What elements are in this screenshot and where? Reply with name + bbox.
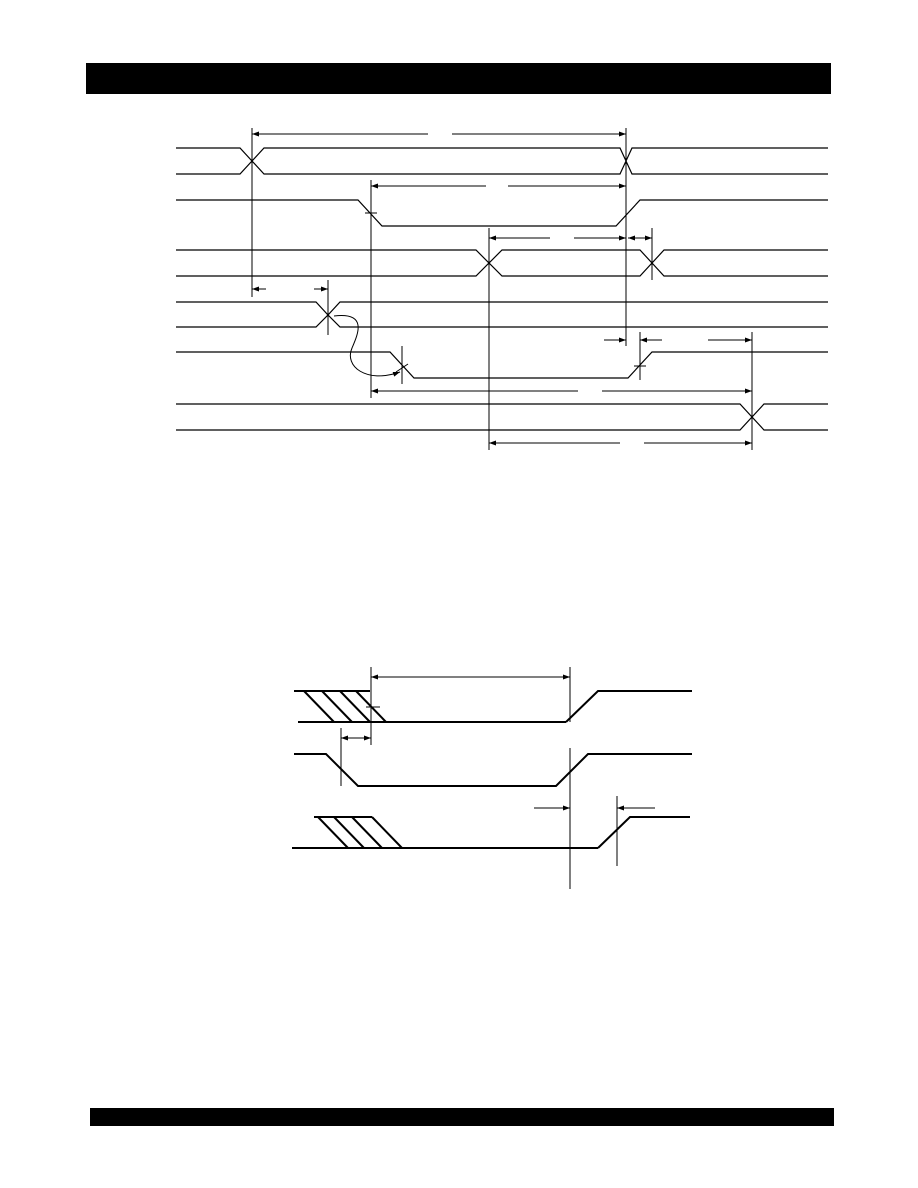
signal-address-waveform [176,147,828,175]
signal-middle-waveform [294,753,692,787]
read-cycle-diagram [176,128,828,450]
reference-lines [340,667,618,889]
timing-dimensions [341,674,655,811]
signal-write-enable-waveform [176,301,828,328]
signal-bottom-waveform [292,816,690,849]
footer-bar [90,1108,834,1126]
signal-data-valid-waveform [176,351,828,379]
signal-chip-select-waveform [176,199,828,227]
signal-top-waveform [294,690,692,723]
timing-dimensions [252,131,752,446]
signal-data-out-waveform [176,403,828,431]
hatch-region [317,816,403,849]
causality-arrow [333,315,401,377]
header-bar [86,63,831,94]
write-pulse-diagram [292,667,692,889]
signal-output-enable-waveform [176,249,828,277]
